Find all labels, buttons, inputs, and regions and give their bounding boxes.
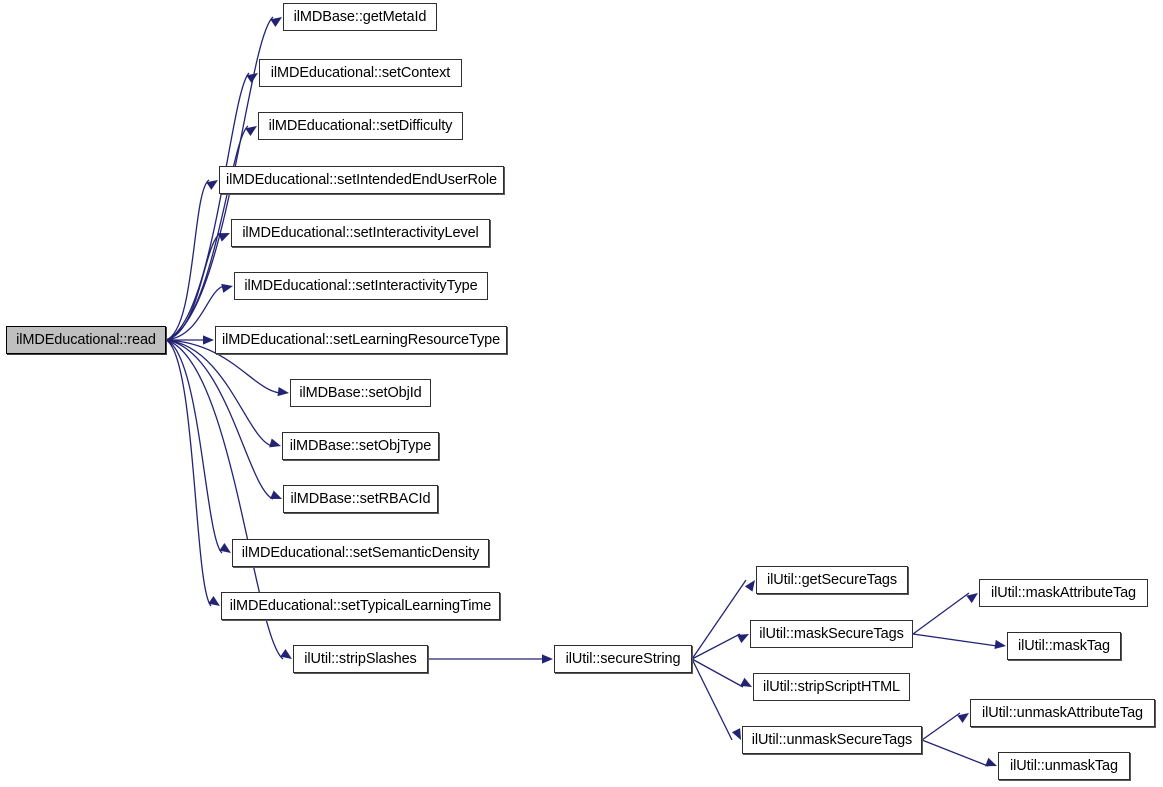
graph-edge-read-to-setSemanticDensity [165,339,223,554]
graph-edge-read-to-setRBACId [165,339,274,500]
graph-node-label: ilUtil::stripScriptHTML [762,678,901,695]
graph-node-label: ilUtil::getSecureTags [766,571,898,588]
graph-node-setInteractivityLevel[interactable]: ilMDEducational::setInteractivityLevel [231,219,490,247]
graph-node-label: ilUtil::maskSecureTags [759,625,904,642]
graph-node-label: ilUtil::maskTag [1018,637,1110,654]
graph-edge-maskSecureTags-to-maskAttributeTag [912,592,970,635]
graph-node-unmaskAttributeTag[interactable]: ilUtil::unmaskAttributeTag [970,699,1155,727]
graph-arrowhead [737,634,749,644]
graph-node-label: ilMDEducational::setDifficulty [268,117,453,134]
graph-node-label: ilMDEducational::setInteractivityType [244,277,478,294]
graph-arrowhead [221,283,233,293]
graph-node-stripSlashes[interactable]: ilUtil::stripSlashes [293,645,428,673]
graph-node-label: ilUtil::unmaskSecureTags [751,731,913,748]
graph-node-setObjId[interactable]: ilMDBase::setObjId [290,379,431,407]
graph-arrowhead [269,438,281,448]
graph-node-getSecureTags[interactable]: ilUtil::getSecureTags [756,566,908,594]
graph-node-read[interactable]: ilMDEducational::read [6,326,166,354]
graph-edge-read-to-setObjType [165,339,273,447]
graph-node-setInteractivityType[interactable]: ilMDEducational::setInteractivityType [234,272,488,300]
graph-edge-secureString-to-stripScriptHTML [691,658,744,688]
graph-edge-secureString-to-getSecureTags [691,579,747,660]
graph-node-setContext[interactable]: ilMDEducational::setContext [259,59,462,87]
graph-node-label: ilMDBase::getMetaId [293,8,427,25]
graph-node-setRBACId[interactable]: ilMDBase::setRBACId [283,485,438,513]
graph-node-label: ilUtil::unmaskAttributeTag [982,704,1143,721]
graph-arrowhead [203,335,214,345]
graph-node-setDifficulty[interactable]: ilMDEducational::setDifficulty [258,112,463,140]
graph-node-label: ilMDBase::setRBACId [290,490,431,507]
graph-edge-read-to-setTypicalLearningTime [165,339,212,607]
graph-edge-unmaskSecureTags-to-unmaskAttributeTag [921,712,961,741]
graph-node-label: ilUtil::unmaskTag [1010,757,1118,774]
graph-node-label: ilMDEducational::setIntendedEndUserRole [226,171,497,188]
graph-node-label: ilMDBase::setObjType [289,437,432,454]
graph-node-setSemanticDensity[interactable]: ilMDEducational::setSemanticDensity [232,539,489,567]
graph-node-setIntendedEndUserRole[interactable]: ilMDEducational::setIntendedEndUserRole [219,166,504,194]
graph-node-label: ilMDEducational::setTypicalLearningTime [229,597,492,614]
graph-node-label: ilUtil::secureString [565,650,681,667]
graph-node-unmaskTag[interactable]: ilUtil::unmaskTag [998,752,1130,780]
graph-node-label: ilMDEducational::setContext [270,64,451,81]
graph-arrowhead [270,490,282,499]
graph-node-label: ilMDEducational::setInteractivityLevel [242,224,479,241]
graph-arrowhead [218,233,230,242]
graph-node-label: ilMDBase::setObjId [299,384,422,401]
graph-arrowhead [994,639,1006,650]
graph-arrowhead [277,387,289,397]
graph-node-maskTag[interactable]: ilUtil::maskTag [1007,632,1121,660]
graph-node-unmaskSecureTags[interactable]: ilUtil::unmaskSecureTags [742,726,922,754]
graph-node-label: ilUtil::maskAttributeTag [990,584,1137,601]
graph-node-stripScriptHTML[interactable]: ilUtil::stripScriptHTML [753,673,910,701]
graph-edge-read-to-setInteractivityLevel [165,232,222,341]
graph-arrowhead [542,654,553,664]
graph-node-setLearningResourceType[interactable]: ilMDEducational::setLearningResourceType [215,326,507,354]
graph-node-getMetaId[interactable]: ilMDBase::getMetaId [283,3,437,31]
graph-node-setObjType[interactable]: ilMDBase::setObjType [282,432,439,460]
graph-edge-secureString-to-maskSecureTags [691,633,741,660]
graph-node-setTypicalLearningTime[interactable]: ilMDEducational::setTypicalLearningTime [221,592,500,620]
graph-edge-unmaskSecureTags-to-unmaskTag [921,739,989,767]
graph-node-secureString[interactable]: ilUtil::secureString [554,645,692,673]
graph-node-maskSecureTags[interactable]: ilUtil::maskSecureTags [750,620,913,648]
graph-edge-maskSecureTags-to-maskTag [912,633,998,647]
graph-node-maskAttributeTag[interactable]: ilUtil::maskAttributeTag [979,579,1148,607]
graph-node-label: ilMDEducational::read [16,331,156,348]
graph-node-label: ilMDEducational::setLearningResourceType [221,331,501,348]
graph-edge-secureString-to-unmaskSecureTags [691,658,733,741]
graph-edge-read-to-setIntendedEndUserRole [165,179,210,341]
graph-node-label: ilUtil::stripSlashes [304,650,417,667]
graph-arrowhead [985,757,997,767]
graph-node-label: ilMDEducational::setSemanticDensity [241,544,480,561]
